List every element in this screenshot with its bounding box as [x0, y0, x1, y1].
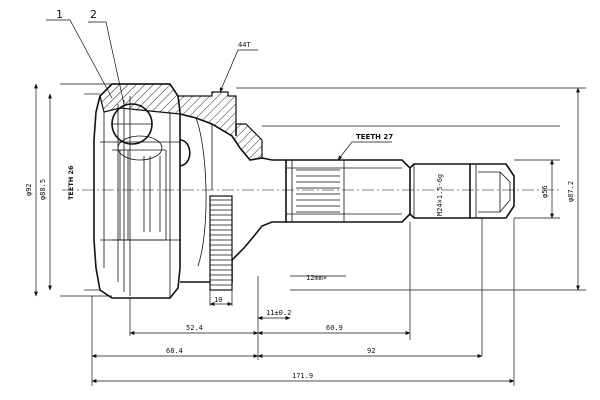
linear-dimension-lines [91, 302, 515, 383]
threaded-end [409, 163, 515, 219]
diameter-88-5-label: φ88.5 [39, 179, 47, 200]
dimension-11-label: 11±0.2 [266, 309, 291, 317]
abs-ring [209, 195, 233, 291]
dimension-60-9-label: 60.9 [326, 324, 343, 332]
diameter-dimension-lines [34, 83, 580, 297]
dimension-10-label: 10 [214, 296, 222, 304]
diameter-92-label: φ92 [25, 183, 33, 196]
outer-housing [93, 83, 263, 299]
dimension-171-9-label: 171.9 [292, 372, 313, 380]
label-thread: M24×1.5-6g [436, 174, 444, 216]
label-snap-ring: 12mm× [306, 274, 327, 282]
stem-body [179, 113, 287, 283]
dimension-92-label: 92 [367, 347, 375, 355]
dimension-52-4-label: 52.4 [186, 324, 203, 332]
spline-shaft [286, 159, 411, 223]
leader-lines [46, 19, 392, 277]
diameter-87-2-label: φ87.2 [567, 181, 575, 202]
label-abs-teeth: 44T [238, 41, 251, 49]
ball-cage [111, 103, 191, 241]
callout-1: 1 [56, 8, 63, 21]
dimension-68-4-label: 68.4 [166, 347, 183, 355]
label-outer-teeth: TEETH 27 [356, 133, 393, 141]
diameter-56-label: φ56 [541, 185, 549, 198]
label-inner-teeth: TEETH 26 [67, 165, 75, 200]
extension-lines [60, 83, 586, 386]
callout-2: 2 [90, 8, 97, 21]
